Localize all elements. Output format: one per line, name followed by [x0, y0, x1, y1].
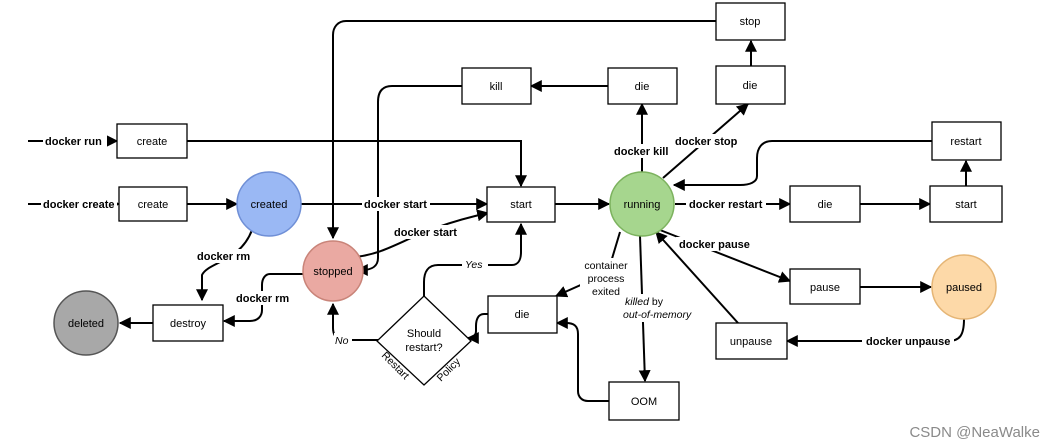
label-docker-run: docker run — [45, 136, 102, 148]
box-start-restart-label: start — [955, 199, 976, 211]
label-oom-by: by — [649, 296, 664, 308]
box-oom-label: OOM — [631, 396, 657, 408]
box-oom[interactable] — [608, 381, 680, 421]
label-docker-unpause: docker unpause — [866, 336, 950, 348]
state-stopped-label: stopped — [313, 266, 352, 278]
states: created running stopped paused deleted — [53, 171, 997, 356]
label-oom-killed: killed — [625, 296, 650, 308]
state-running-circle[interactable] — [609, 171, 675, 237]
box-restart-label: restart — [950, 136, 981, 148]
edge-create-run-to-start — [187, 140, 527, 188]
edge-unpause-to-running — [655, 231, 739, 324]
state-created-circle[interactable] — [236, 171, 302, 237]
box-die-restart-label: die — [818, 199, 833, 211]
box-unpause-label: unpause — [730, 336, 772, 348]
box-kill[interactable] — [461, 67, 532, 105]
label-exit-line1: container — [584, 260, 628, 272]
edge-created-to-destroy — [196, 229, 253, 302]
box-die-stop[interactable] — [715, 65, 786, 105]
edge-stopped-to-start — [355, 209, 490, 258]
box-start-main-label: start — [510, 199, 531, 211]
label-docker-start-stopped: docker start — [394, 227, 457, 239]
box-start-restart[interactable] — [929, 185, 1003, 223]
label-docker-stop: docker stop — [675, 136, 738, 148]
label-docker-restart: docker restart — [689, 199, 763, 211]
box-restart[interactable] — [931, 121, 1002, 161]
box-die-exit[interactable] — [487, 295, 558, 334]
box-create-run-label: create — [137, 136, 168, 148]
state-paused-circle[interactable] — [931, 254, 997, 320]
box-die-kill-label: die — [635, 81, 650, 93]
edge-die-to-decision — [466, 313, 488, 344]
box-die-stop-label: die — [743, 80, 758, 92]
box-stop-label: stop — [740, 16, 761, 28]
box-unpause[interactable] — [715, 322, 788, 360]
annotations: Yes No container process exited killed b… — [334, 258, 692, 347]
box-destroy-label: destroy — [170, 318, 207, 330]
box-create-create-label: create — [138, 199, 169, 211]
label-docker-start-created: docker start — [364, 199, 427, 211]
label-docker-rm-stopped: docker rm — [236, 293, 289, 305]
decision-line1: Should — [407, 328, 441, 340]
box-stop[interactable] — [715, 2, 786, 41]
box-create-create[interactable] — [118, 186, 188, 222]
label-docker-rm-created: docker rm — [197, 251, 250, 263]
edge-oom-to-die — [555, 317, 609, 402]
label-docker-create: docker create — [43, 199, 115, 211]
state-running-label: running — [624, 199, 661, 211]
label-oom-line2: out-of-memory — [623, 309, 692, 321]
decision-diamond[interactable] — [376, 295, 472, 386]
label-oom-line1: killed by — [625, 296, 664, 308]
label-exit-line2: process — [588, 273, 625, 285]
box-start-main[interactable] — [486, 186, 556, 223]
box-kill-label: kill — [490, 81, 503, 93]
state-deleted-circle[interactable] — [53, 290, 119, 356]
state-stopped-circle[interactable] — [302, 240, 364, 302]
label-docker-kill: docker kill — [614, 146, 668, 158]
box-die-exit-label: die — [515, 309, 530, 321]
box-destroy[interactable] — [152, 304, 224, 342]
label-no: No — [335, 335, 349, 347]
box-die-kill[interactable] — [607, 67, 678, 105]
event-boxes: create create start kill die die stop re… — [116, 2, 1003, 421]
box-pause-label: pause — [810, 282, 840, 294]
edge-kill-to-stopped — [355, 85, 462, 276]
connectors — [28, 20, 972, 402]
label-exit-line3: exited — [592, 286, 620, 298]
watermark-text: CSDN @NeaWalke — [909, 424, 1040, 441]
state-deleted-label: deleted — [68, 318, 104, 330]
restart-decision: Should restart? Restart Policy — [376, 295, 472, 386]
label-yes: Yes — [465, 259, 483, 271]
box-create-run[interactable] — [116, 123, 188, 159]
state-created-label: created — [251, 199, 288, 211]
state-paused-label: paused — [946, 282, 982, 294]
edge-restart-to-running — [672, 140, 932, 191]
label-docker-pause: docker pause — [679, 239, 750, 251]
edge-stop-to-stopped — [327, 20, 716, 240]
command-labels: docker run docker create docker start do… — [41, 134, 954, 348]
box-pause[interactable] — [789, 268, 861, 305]
decision-line2: restart? — [405, 342, 442, 354]
box-die-restart[interactable] — [789, 185, 861, 223]
